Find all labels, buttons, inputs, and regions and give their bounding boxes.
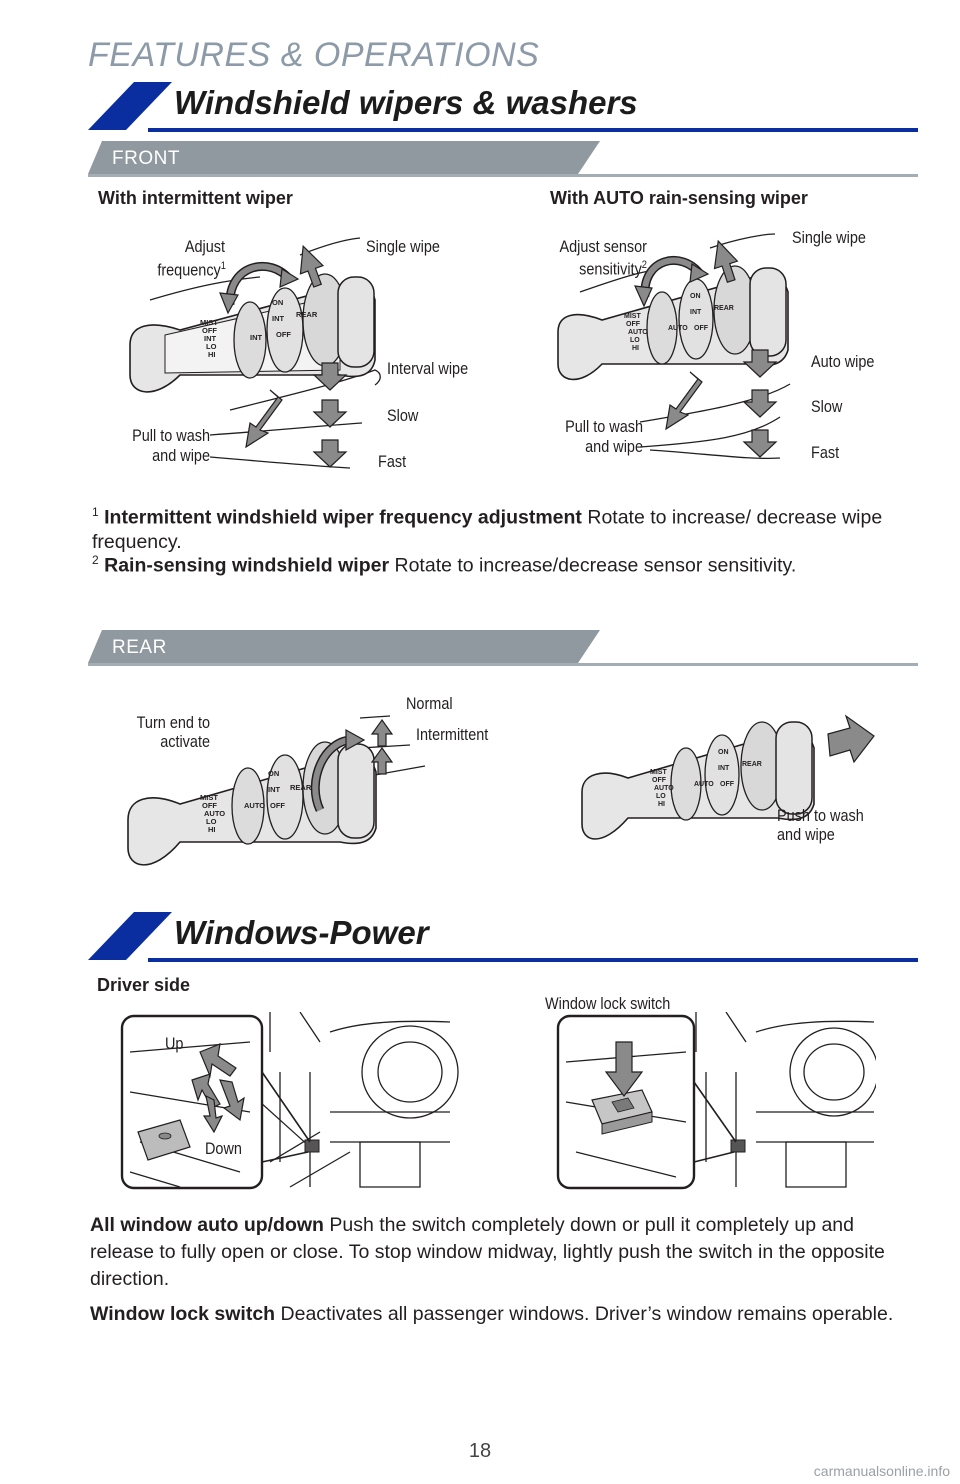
stalk-int-ring-text: INT: [250, 333, 263, 342]
label-down: Down: [205, 1139, 242, 1158]
auto-stalk-illustration: MIST OFF AUTO LO HI AUTO ON INT OFF REAR: [557, 233, 791, 460]
paragraph-window-lock: Window lock switch Deactivates all passe…: [90, 1303, 894, 1325]
rear-stalk-mist-text: MIST: [200, 793, 218, 802]
subheader-rear-label: REAR: [112, 637, 167, 658]
push-stalk-lo-text: LO: [656, 793, 666, 800]
rear-stalk-on-text: ON: [268, 769, 279, 778]
label-up: Up: [165, 1034, 184, 1053]
label-adjust: Adjust: [184, 237, 225, 256]
intermittent-stalk-illustration: MIST OFF INT LO HI INT ON INT OFF REAR: [129, 237, 381, 469]
auto-stalk-int-text: INT: [690, 309, 702, 316]
window-lock-illustration: [556, 1012, 876, 1190]
auto-stalk-on-text: ON: [690, 293, 701, 300]
rear-stalk-off-text-2: OFF: [270, 801, 285, 810]
push-stalk-auto-ring-text: AUTO: [694, 781, 714, 788]
page-number: 18: [468, 1440, 492, 1462]
subheader-rule: [88, 174, 918, 177]
paragraph-auto-up-down: All window auto up/down Push the switch …: [90, 1214, 885, 1290]
heading-driver-side: Driver side: [97, 975, 191, 995]
watermark: carmanualsonline.info: [813, 1463, 950, 1479]
push-stalk-rear-text: REAR: [742, 761, 762, 768]
label-push-line1: Push to wash: [777, 806, 864, 825]
section-header-windows: Windows-Power: [88, 912, 918, 962]
section-title-windows: Windows-Power: [174, 914, 429, 951]
section-tab-icon: [88, 912, 172, 960]
label-single-wipe: Single wipe: [366, 237, 440, 256]
auto-stalk-off-text-2: OFF: [694, 325, 709, 332]
rear-stalk-int-text: INT: [268, 785, 281, 794]
stalk-int-text-2: INT: [272, 314, 285, 323]
label-auto-single-wipe: Single wipe: [792, 228, 866, 247]
label-auto-wipe: Auto wipe: [811, 352, 875, 371]
rear-stalk-auto-text: AUTO: [204, 809, 225, 818]
stalk-on-text: ON: [272, 298, 283, 307]
rear-stalk-auto-ring-text: AUTO: [244, 801, 265, 810]
rear-stalk-rear-text: REAR: [290, 783, 312, 792]
subheader-front-label: FRONT: [112, 148, 180, 169]
auto-stalk-auto-text: AUTO: [628, 329, 648, 336]
label-normal: Normal: [406, 694, 453, 713]
stalk-off-text: OFF: [202, 326, 217, 335]
push-stalk-hi-text: HI: [658, 801, 665, 808]
stalk-hi-text: HI: [208, 350, 216, 359]
rear-push-illustration: MIST OFF AUTO LO HI AUTO ON INT OFF REAR: [581, 714, 875, 840]
label-turn-line1: Turn end to: [136, 713, 210, 732]
heading-auto-wiper: With AUTO rain-sensing wiper: [550, 188, 808, 208]
stalk-int-text: INT: [204, 334, 217, 343]
push-stalk-auto-text: AUTO: [654, 785, 674, 792]
subheader-band: [88, 630, 600, 663]
auto-stalk-auto-ring-text: AUTO: [668, 325, 688, 332]
label-intermittent: Intermittent: [416, 725, 489, 744]
label-pull-line2: and wipe: [152, 446, 210, 465]
footnote-2: 2 Rain-sensing windshield wiper Rotate t…: [92, 553, 797, 577]
page-header: FEATURES & OPERATIONS: [88, 36, 540, 74]
stalk-mist-text: MIST: [200, 318, 218, 327]
rear-stalk-hi-text: HI: [208, 825, 216, 834]
label-sensitivity: sensitivity2: [579, 259, 647, 279]
label-interval-wipe: Interval wipe: [387, 359, 469, 378]
label-fast: Fast: [378, 452, 407, 471]
rear-stalk-off-text: OFF: [202, 801, 217, 810]
label-auto-fast: Fast: [811, 443, 840, 462]
label-push-line2: and wipe: [777, 825, 835, 844]
section-header-wipers: Windshield wipers & washers: [88, 82, 918, 132]
rear-stalk-lo-text: LO: [206, 817, 217, 826]
stalk-off-text-2: OFF: [276, 330, 291, 339]
push-stalk-int-text: INT: [718, 765, 730, 772]
footnote-1: 1 Intermittent windshield wiper frequenc…: [92, 505, 883, 553]
auto-stalk-mist-text: MIST: [624, 313, 641, 320]
stalk-rear-text: REAR: [296, 310, 318, 319]
label-auto-pull-line2: and wipe: [585, 437, 643, 456]
heading-intermittent-wiper: With intermittent wiper: [98, 188, 293, 208]
subheader-front: FRONT: [88, 141, 918, 177]
push-stalk-off-text-2: OFF: [720, 781, 735, 788]
section-title-wipers: Windshield wipers & washers: [174, 84, 638, 121]
subheader-rear: REAR: [88, 630, 918, 666]
push-stalk-mist-text: MIST: [650, 769, 667, 776]
auto-stalk-hi-text: HI: [632, 345, 639, 352]
label-adjust-sensor: Adjust sensor: [559, 237, 647, 256]
label-pull-line1: Pull to wash: [132, 426, 210, 445]
section-rule: [148, 958, 918, 962]
label-slow: Slow: [387, 406, 419, 425]
label-auto-slow: Slow: [811, 397, 843, 416]
rear-turn-illustration: MIST OFF AUTO LO HI AUTO ON INT OFF REAR: [127, 715, 426, 866]
section-rule: [148, 128, 918, 132]
label-window-lock-switch: Window lock switch: [545, 994, 671, 1013]
push-stalk-off-text: OFF: [652, 777, 667, 784]
label-turn-line2: activate: [160, 732, 210, 751]
auto-stalk-off-text: OFF: [626, 321, 641, 328]
push-stalk-on-text: ON: [718, 749, 729, 756]
driver-window-switch-illustration: [120, 1012, 459, 1190]
auto-stalk-rear-text: REAR: [714, 305, 734, 312]
stalk-lo-text: LO: [206, 342, 217, 351]
auto-stalk-lo-text: LO: [630, 337, 640, 344]
subheader-rule: [88, 663, 918, 666]
label-frequency: frequency1: [157, 260, 226, 280]
section-tab-icon: [88, 82, 172, 130]
label-auto-pull-line1: Pull to wash: [565, 417, 643, 436]
subheader-band: [88, 141, 600, 174]
